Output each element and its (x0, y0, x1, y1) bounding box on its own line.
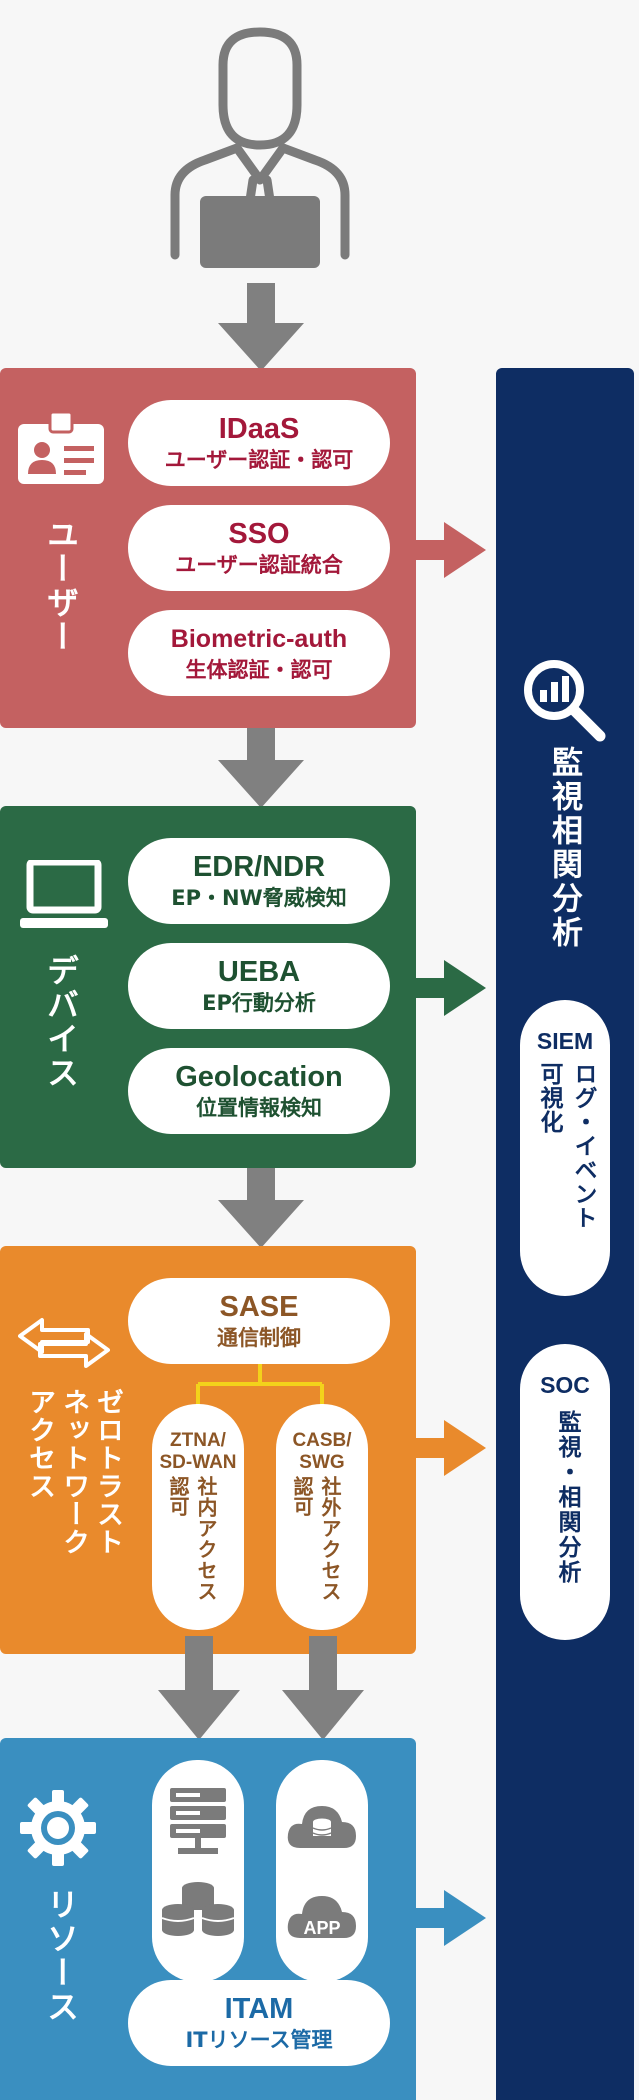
itam-title: ITAM (224, 1993, 294, 2025)
ueba-card[interactable]: UEBA EP行動分析 (128, 943, 390, 1029)
ztna-internal-access: 社内アクセス (194, 1476, 218, 1602)
sdwan-label: SD-WAN (159, 1452, 237, 1473)
geolocation-card[interactable]: Geolocation 位置情報検知 (128, 1048, 390, 1134)
edr-ndr-subtitle: EP・NW脅威検知 (171, 886, 347, 910)
sase-connector (196, 1364, 324, 1406)
arrow-right-user (416, 522, 486, 578)
sso-title: SSO (228, 518, 290, 550)
cloud-database-icon (287, 1806, 356, 1848)
swg-label: SWG (299, 1452, 345, 1473)
siem-card[interactable]: SIEM ログ・イベント 可視化 (520, 1000, 610, 1296)
edr-ndr-title: EDR/NDR (192, 851, 326, 883)
onprem-resource-capsule[interactable] (152, 1760, 244, 1982)
biometric-title: Biometric-auth (170, 625, 348, 653)
idaas-title: IDaaS (218, 413, 300, 445)
cloud-resource-capsule[interactable]: APP (276, 1760, 368, 1982)
magnifier-chart-icon (524, 660, 606, 742)
siem-line2: 可視化 (536, 1062, 562, 1134)
cloud-app-icon (287, 1896, 356, 1938)
resource-section: リソース (0, 1738, 416, 2100)
laptop-icon (20, 860, 108, 928)
bidirectional-arrows-icon (18, 1318, 110, 1368)
siem-label: SIEM (536, 1028, 594, 1054)
ztna-label-line1: ゼロトラスト (92, 1388, 123, 1556)
server-rack-icon (170, 1788, 226, 1854)
ztna-label-line2: ネットワーク (58, 1388, 89, 1556)
soc-card[interactable]: SOC 監視・相関分析 (520, 1344, 610, 1640)
itam-card[interactable]: ITAM ITリソース管理 (128, 1980, 390, 2066)
arrow-right-ztna (416, 1420, 486, 1476)
siem-line1: ログ・イベント (570, 1062, 596, 1230)
biometric-card[interactable]: Biometric-auth 生体認証・認可 (128, 610, 390, 696)
resource-section-label: リソース (42, 1888, 80, 2024)
ueba-subtitle: EP行動分析 (202, 991, 316, 1015)
idaas-subtitle: ユーザー認証・認可 (164, 448, 354, 472)
user-section-label: ユーザー (42, 518, 80, 654)
ztna-section-label: ゼロトラスト ネットワーク アクセス (22, 1388, 124, 1556)
arrow-right-device (416, 960, 486, 1016)
ueba-title: UEBA (217, 956, 301, 988)
geolocation-title: Geolocation (175, 1061, 343, 1093)
casb-label: CASB/ (292, 1430, 352, 1451)
database-icon (161, 1882, 235, 1936)
user-section: ユーザー IDaaS ユーザー認証・認可 SSO ユーザー認証統合 Biomet… (0, 368, 416, 728)
ztna-section: ゼロトラスト ネットワーク アクセス SASE 通信制御 ZTNA/ SD-WA… (0, 1246, 416, 1654)
edr-ndr-card[interactable]: EDR/NDR EP・NW脅威検知 (128, 838, 390, 924)
sase-card[interactable]: SASE 通信制御 (128, 1278, 390, 1364)
user-figure-icon (170, 27, 350, 268)
device-section-label: デバイス (42, 954, 80, 1090)
siem-description: ログ・イベント 可視化 (532, 1062, 600, 1230)
casb-external-access: 社外アクセス (318, 1476, 342, 1602)
soc-label: SOC (540, 1372, 590, 1398)
sso-card[interactable]: SSO ユーザー認証統合 (128, 505, 390, 591)
gear-icon (20, 1790, 96, 1866)
arrow-down-resource-left (158, 1636, 240, 1740)
arrow-down-resource-right (282, 1636, 364, 1740)
ztna-sdwan-capsule[interactable]: ZTNA/ SD-WAN 認可 社内アクセス (152, 1404, 244, 1630)
soc-description: 監視・相関分析 (554, 1410, 580, 1585)
ztna-label-line3: アクセス (24, 1388, 55, 1500)
ztna-auth-label: 認可 (166, 1476, 190, 1516)
sase-subtitle: 通信制御 (217, 1326, 301, 1350)
ztna-bottom: 認可 社内アクセス (164, 1476, 220, 1602)
biometric-subtitle: 生体認証・認可 (185, 658, 333, 682)
sase-title: SASE (219, 1291, 299, 1323)
casb-bottom: 認可 社外アクセス (288, 1476, 344, 1602)
ztna-label: ZTNA/ (170, 1430, 226, 1451)
arrow-down-ztna (218, 1168, 304, 1248)
arrow-down-user (218, 283, 304, 371)
id-badge-icon (18, 412, 104, 484)
arrow-right-resource (416, 1890, 486, 1946)
casb-swg-capsule[interactable]: CASB/ SWG 認可 社外アクセス (276, 1404, 368, 1630)
casb-auth-label: 認可 (290, 1476, 314, 1516)
monitoring-panel: 監視相関分析 SIEM ログ・イベント 可視化 SOC 監視・相関分析 (496, 368, 634, 2100)
itam-subtitle: ITリソース管理 (185, 2028, 333, 2052)
idaas-card[interactable]: IDaaS ユーザー認証・認可 (128, 400, 390, 486)
geolocation-subtitle: 位置情報検知 (196, 1096, 322, 1120)
sso-subtitle: ユーザー認証統合 (175, 553, 343, 577)
device-section: デバイス EDR/NDR EP・NW脅威検知 UEBA EP行動分析 Geolo… (0, 806, 416, 1168)
arrow-down-device (218, 728, 304, 808)
monitoring-title: 監視相関分析 (546, 746, 582, 950)
app-label: APP (303, 1918, 341, 1938)
